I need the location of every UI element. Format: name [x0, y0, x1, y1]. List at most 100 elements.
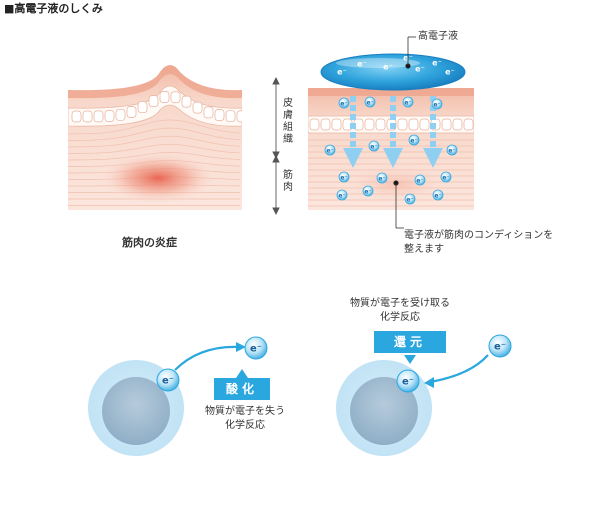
skin-cell [309, 118, 320, 131]
svg-text:e⁻: e⁻ [402, 377, 414, 388]
electron-particle: e⁻ [414, 174, 426, 186]
reduction-badge-pointer [404, 355, 416, 364]
skin-cell [452, 118, 463, 131]
svg-text:e⁻: e⁻ [433, 102, 440, 109]
electron-large-item: e⁻ [156, 368, 180, 392]
callout-lines [393, 36, 416, 229]
svg-text:e⁻: e⁻ [448, 148, 455, 155]
svg-text:e⁻: e⁻ [338, 193, 345, 200]
skin-cell [375, 118, 386, 131]
skin-cell [126, 106, 137, 118]
electron-particle: e⁻ [415, 65, 425, 74]
electron-particle: e⁻ [432, 59, 442, 68]
skin-cell [170, 91, 181, 104]
svg-text:e⁻: e⁻ [383, 63, 393, 72]
electron-particle: e⁻ [336, 189, 348, 201]
skin-cell [93, 110, 104, 123]
penetration-arrows [343, 96, 443, 168]
skin-label-char: 組 [283, 122, 293, 133]
svg-text:e⁻: e⁻ [434, 193, 441, 200]
electron-particle: e⁻ [362, 185, 374, 197]
electron-particle: e⁻ [446, 144, 458, 156]
electron-particle: e⁻ [376, 172, 388, 184]
skin-cell [419, 118, 430, 131]
svg-text:e⁻: e⁻ [406, 197, 413, 204]
skin-cell [115, 108, 126, 121]
electron-particle: e⁻ [368, 140, 380, 152]
skin-label-char: 織 [283, 134, 293, 145]
svg-text:e⁻: e⁻ [442, 175, 449, 182]
svg-text:e⁻: e⁻ [337, 68, 347, 77]
skin-cell [148, 95, 159, 107]
skin-cell [203, 106, 214, 119]
electron-particle: e⁻ [338, 171, 350, 183]
inflammation-caption: 筋肉の炎症 [122, 236, 177, 249]
svg-text:e⁻: e⁻ [370, 144, 377, 151]
muscle-label-char: 肉 [283, 182, 293, 193]
svg-text:e⁻: e⁻ [250, 344, 262, 355]
svg-text:e⁻: e⁻ [326, 148, 333, 155]
svg-text:e⁻: e⁻ [494, 342, 506, 353]
skin-cell [82, 110, 93, 123]
oxidation-desc-line1: 物質が電子を失う [205, 406, 285, 417]
skin-label-char: 皮 [283, 98, 293, 109]
svg-text:e⁻: e⁻ [416, 178, 423, 185]
muscle-fiber [68, 135, 241, 148]
electron-particle: e⁻ [440, 171, 452, 183]
svg-text:e⁻: e⁻ [378, 176, 385, 183]
inflammation-spot [98, 152, 218, 204]
electron-particles: e⁻e⁻e⁻e⁻e⁻e⁻e⁻e⁻e⁻e⁻e⁻e⁻e⁻e⁻e⁻e⁻e⁻e⁻e⁻e⁻… [324, 54, 458, 205]
electron-particle: e⁻ [431, 98, 443, 110]
electron-particle: e⁻ [383, 63, 393, 72]
skin-cell-row-left [71, 91, 242, 123]
electron-particle: e⁻ [337, 68, 347, 77]
electron-particle: e⁻ [338, 97, 350, 109]
skin-cell [331, 118, 342, 131]
electron-particle: e⁻ [432, 189, 444, 201]
svg-text:e⁻: e⁻ [415, 65, 425, 74]
electron-large-item: e⁻ [488, 334, 512, 358]
electron-particle: e⁻ [364, 96, 376, 108]
right-tissue-panel: e⁻e⁻e⁻e⁻e⁻e⁻e⁻e⁻e⁻e⁻e⁻e⁻e⁻e⁻e⁻e⁻e⁻e⁻e⁻e⁻… [308, 36, 474, 229]
oxidation-badge-pointer [236, 369, 248, 378]
skin-cell [104, 110, 115, 122]
skin-cell-row-right [309, 118, 474, 131]
muscle-label-char: 筋 [283, 170, 293, 181]
electron-particle: e⁻ [404, 193, 416, 205]
skin-cell [181, 95, 192, 108]
skin-cell [159, 91, 170, 103]
skin-cell [71, 110, 82, 123]
svg-text:e⁻: e⁻ [357, 60, 367, 69]
svg-text:e⁻: e⁻ [340, 101, 347, 108]
electron-large-item: e⁻ [244, 336, 268, 360]
svg-text:e⁻: e⁻ [340, 175, 347, 182]
electron-fluid-blob [320, 53, 466, 91]
skin-label-char: 膚 [283, 110, 293, 121]
electron-particle: e⁻ [324, 144, 336, 156]
left-tissue-panel [68, 65, 242, 210]
skin-cell [214, 109, 225, 121]
skin-cell [192, 101, 203, 114]
muscle-fiber [68, 127, 241, 141]
electron-particle: e⁻ [408, 134, 420, 146]
skin-cell [320, 118, 331, 131]
skin-cell [441, 118, 452, 131]
svg-text:e⁻: e⁻ [432, 59, 442, 68]
svg-text:e⁻: e⁻ [445, 68, 455, 77]
fluid-label: 高電子液 [418, 31, 458, 42]
skin-cell [236, 110, 242, 123]
skin-cell [463, 118, 474, 131]
muscle-label: 筋 肉 [282, 170, 294, 194]
effect-caption-line2: 整えます [404, 244, 444, 255]
skin-cell [364, 118, 375, 131]
svg-text:e⁻: e⁻ [404, 100, 411, 107]
effect-caption-line1: 電子液が筋肉のコンディションを [404, 230, 554, 241]
electron-large-item: e⁻ [396, 369, 420, 393]
skin-cell [408, 118, 419, 131]
depth-bracket [272, 76, 280, 216]
svg-text:e⁻: e⁻ [366, 100, 373, 107]
electron-large: e⁻ e⁻ e⁻ e⁻ [156, 334, 512, 393]
svg-text:e⁻: e⁻ [364, 189, 371, 196]
